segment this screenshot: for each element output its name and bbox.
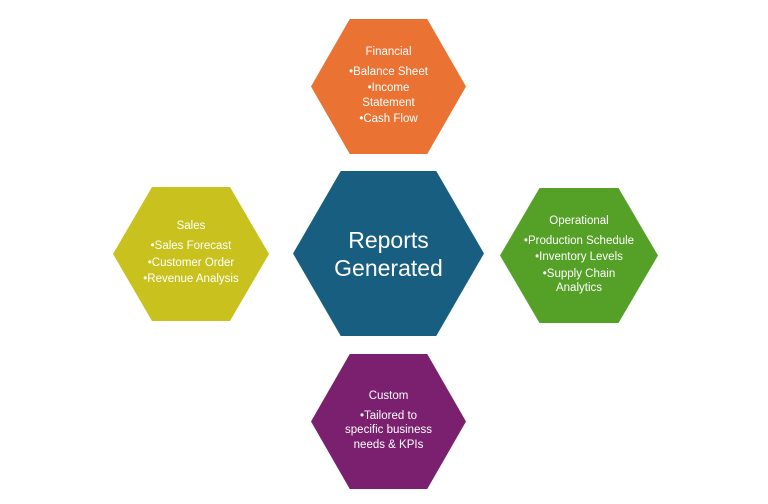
sales-list: •Sales Forecast •Customer Order •Revenue… [143, 239, 238, 289]
sales-title: Sales [176, 220, 206, 233]
custom-list: •Tailored to specific business needs & K… [343, 409, 434, 455]
sales-item-forecast: •Sales Forecast [150, 240, 232, 253]
custom-item-tailored: •Tailored to specific business needs & K… [345, 409, 432, 451]
operational-item-production-schedule: •Production Schedule [523, 234, 635, 247]
financial-title: Financial [365, 45, 412, 58]
financial-hexagon: Financial •Balance Sheet •Income Stateme… [311, 19, 466, 154]
financial-list: •Balance Sheet •Income Statement •Cash F… [341, 65, 436, 129]
center-label: Reports Generated [334, 226, 443, 281]
sales-hexagon: Sales •Sales Forecast •Customer Order •R… [113, 187, 269, 321]
financial-item-balance-sheet: •Balance Sheet [349, 65, 428, 78]
operational-item-inventory-levels: •Inventory Levels [535, 251, 623, 263]
sales-item-revenue-analysis: •Revenue Analysis [143, 273, 239, 286]
custom-hexagon: Custom •Tailored to specific business ne… [311, 354, 466, 489]
financial-item-income-statement: •Income Statement [362, 82, 415, 109]
operational-hexagon: Operational •Production Schedule •Invent… [500, 188, 658, 323]
operational-item-supply-chain: •Supply Chain Analytics [542, 267, 616, 295]
center-hexagon: Reports Generated [293, 171, 484, 336]
operational-title: Operational [549, 214, 609, 227]
financial-item-cash-flow: •Cash Flow [359, 113, 418, 125]
operational-list: •Production Schedule •Inventory Levels •… [522, 234, 636, 298]
custom-title: Custom [368, 389, 409, 402]
sales-item-customer-order: •Customer Order [147, 256, 235, 269]
